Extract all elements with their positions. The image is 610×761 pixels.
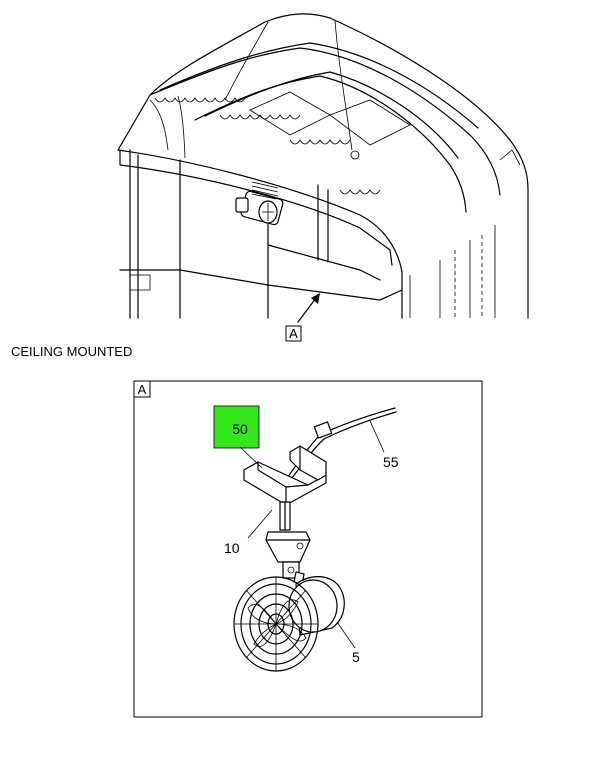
leader-10 [247, 509, 273, 539]
cab-illustration [117, 13, 529, 323]
swivel-mount [265, 531, 311, 586]
view-marker: A [285, 325, 302, 342]
callout-10-label: 10 [224, 540, 240, 556]
callout-50-label: 50 [232, 421, 248, 437]
leader-5 [336, 621, 356, 649]
callout-55-label: 55 [383, 454, 399, 470]
cab-fan-icon [235, 190, 284, 226]
fan-5 [233, 576, 345, 672]
view-marker-label: A [289, 326, 298, 341]
vent-grille-icon [251, 181, 279, 200]
view-arrow [297, 297, 317, 323]
detail-frame [133, 380, 483, 718]
view-arrow-head [311, 293, 320, 304]
leader-50 [239, 446, 263, 469]
bracket-50 [243, 445, 327, 506]
callout-5-label: 5 [352, 649, 360, 665]
caption: CEILING MOUNTED [11, 344, 132, 359]
callout-50-highlight [213, 405, 260, 449]
detail-marker-box [133, 380, 151, 398]
leader-55 [369, 420, 385, 453]
detail-marker-label: A [138, 382, 147, 397]
stem-10 [279, 501, 291, 531]
